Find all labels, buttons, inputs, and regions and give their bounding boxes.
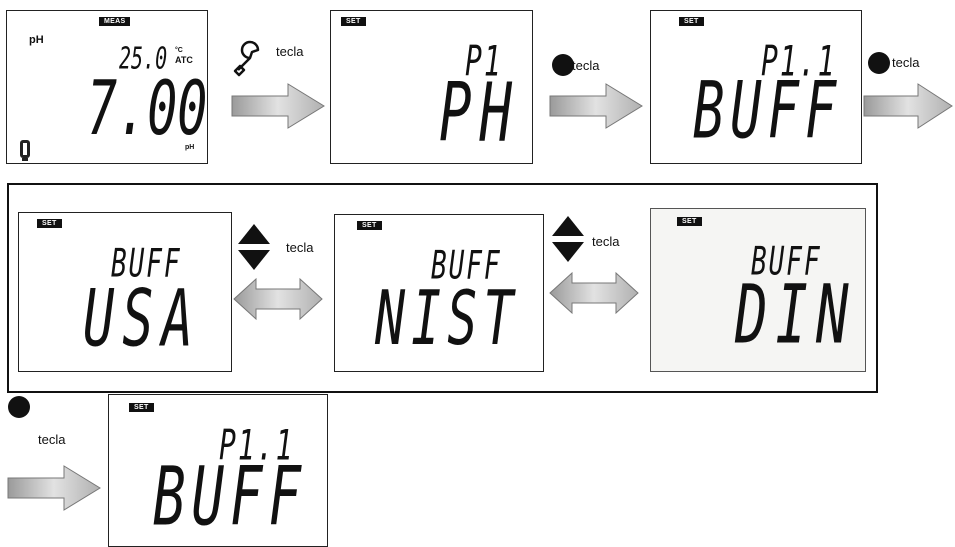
key-label: tecla: [276, 44, 304, 59]
key-label: tecla: [572, 58, 600, 73]
key-label: tecla: [592, 234, 620, 249]
atc-label: ATC: [175, 55, 193, 65]
circle-key-icon[interactable]: [8, 396, 30, 418]
parameter-name: BUFF: [153, 449, 308, 544]
circle-key-icon[interactable]: [552, 54, 574, 76]
mode-badge: SET: [37, 219, 62, 228]
buffer-name: USA: [83, 275, 201, 365]
mode-badge: SET: [129, 403, 154, 412]
double-arrow-icon[interactable]: [548, 270, 640, 316]
temperature-value: 25.0: [119, 40, 168, 76]
lcd-screen-buff-din: SET BUFF DIN: [650, 208, 866, 372]
lcd-screen-buff-usa: SET BUFF USA: [18, 212, 232, 372]
ph-unit-label: pH: [185, 144, 195, 151]
lcd-screen-buff-nist: SET BUFF NIST: [334, 214, 544, 372]
mode-badge: SET: [341, 17, 366, 26]
right-arrow-icon: [7, 465, 101, 511]
key-label: tecla: [38, 432, 66, 447]
parameter-code: P1.1: [219, 420, 295, 470]
param-label: pH: [29, 34, 44, 46]
key-label: tecla: [286, 240, 314, 255]
parameter-code: P1.1: [761, 36, 837, 86]
parameter-code: BUFF: [751, 240, 822, 285]
parameter-code: BUFF: [431, 244, 502, 289]
parameter-name: BUFF: [693, 67, 843, 157]
double-arrow-icon[interactable]: [232, 276, 324, 322]
probe-icon: [20, 140, 30, 161]
mode-badge: SET: [357, 221, 382, 230]
right-arrow-icon: [549, 83, 643, 129]
mode-badge: SET: [679, 17, 704, 26]
ph-reading: 7.00: [87, 65, 208, 152]
parameter-code: P1: [465, 36, 503, 86]
temperature-unit: °C: [175, 47, 183, 54]
up-down-arrow-icon[interactable]: [236, 222, 272, 272]
mode-badge: SET: [677, 217, 702, 226]
buffer-selection-frame: [7, 183, 878, 393]
mode-badge: MEAS: [99, 17, 131, 26]
lcd-screen-p1-1-return: SET P1.1 BUFF: [108, 394, 328, 547]
lcd-screen-p1: SET P1 PH: [330, 10, 533, 164]
up-down-arrow-icon[interactable]: [550, 214, 586, 264]
lcd-screen-p1-1: SET P1.1 BUFF: [650, 10, 862, 164]
lcd-screen-measure: MEAS pH 25.0 °C ATC 7.00 pH: [6, 10, 208, 164]
key-label: tecla: [892, 55, 920, 70]
right-arrow-icon: [863, 83, 953, 129]
parameter-code: BUFF: [111, 242, 182, 287]
right-arrow-icon: [231, 83, 325, 129]
buffer-name: DIN: [735, 267, 857, 362]
circle-key-icon[interactable]: [868, 52, 890, 74]
wrench-icon[interactable]: [232, 40, 268, 77]
buffer-name: NIST: [375, 275, 520, 362]
parameter-name: PH: [439, 65, 521, 160]
